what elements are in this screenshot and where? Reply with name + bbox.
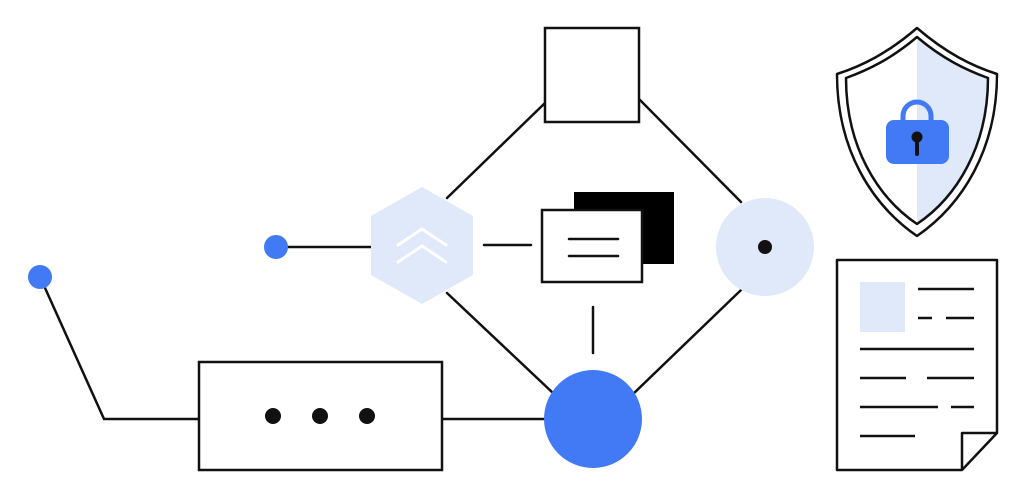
lock-shackle bbox=[900, 99, 934, 122]
center-dot-icon bbox=[758, 240, 772, 254]
dots-box-node bbox=[197, 360, 444, 472]
target-circle-node bbox=[716, 198, 814, 296]
front-card bbox=[540, 208, 644, 284]
connectors bbox=[39, 98, 743, 421]
hexagon-node bbox=[371, 187, 473, 304]
connector-target-to-hub bbox=[630, 288, 743, 397]
blue-hub-node bbox=[544, 370, 642, 468]
connector-hex-to-hub bbox=[445, 291, 555, 395]
document-page-icon bbox=[835, 258, 999, 472]
shield-lock-icon bbox=[835, 26, 999, 238]
keyhole-top bbox=[911, 131, 923, 143]
document-folded-corner bbox=[960, 431, 997, 470]
blue-pin-middle bbox=[264, 235, 288, 259]
document-text-lines bbox=[860, 287, 974, 438]
top-square-node bbox=[543, 26, 641, 124]
shield-inner bbox=[844, 35, 990, 226]
connector-pin-to-dotsbox bbox=[39, 277, 201, 421]
blue-pin-left bbox=[28, 265, 52, 289]
connector-square-to-hex bbox=[445, 101, 547, 200]
message-cards-node bbox=[540, 192, 674, 284]
message-lines-icon bbox=[567, 237, 620, 258]
double-chevron-up-icon bbox=[396, 227, 448, 264]
document-image-placeholder bbox=[860, 282, 905, 332]
keyhole-stem bbox=[915, 139, 919, 156]
connector-square-to-target bbox=[638, 98, 743, 204]
ellipsis-icon bbox=[265, 408, 375, 424]
shield-inner-right-fill bbox=[917, 37, 988, 224]
